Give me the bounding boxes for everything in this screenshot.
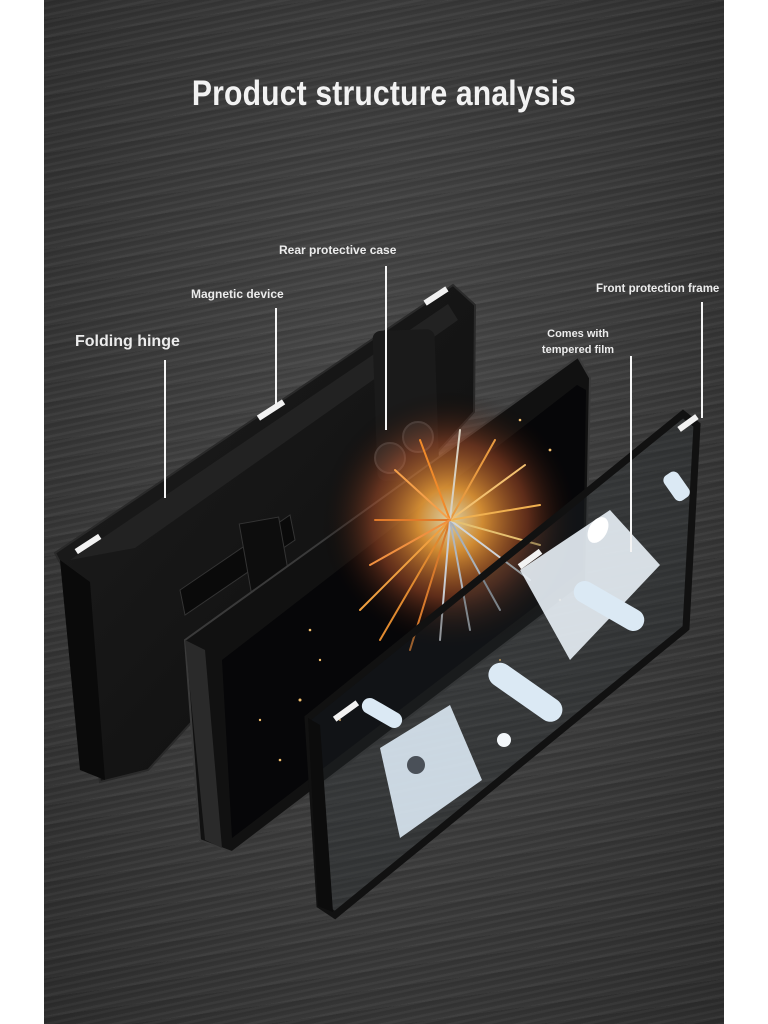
folding-hinge-label: Folding hinge: [75, 333, 180, 350]
magnet-leader-line: [275, 308, 277, 406]
magnetic-device-label: Magnetic device: [191, 287, 284, 301]
hinge-leader-line: [164, 360, 166, 498]
firework: [359, 429, 541, 651]
film-leader-line: [630, 356, 632, 552]
page-title: Product structure analysis: [191, 74, 577, 113]
front-frame-label: Front protection frame: [596, 283, 720, 295]
front-frame-leader-line: [701, 302, 703, 418]
tempered-film-label: Comes with tempered film: [541, 328, 615, 356]
front-frame: [304, 409, 701, 920]
rear-case-leader-line: [385, 266, 387, 430]
rear-case-label: Rear protective case: [279, 243, 397, 257]
sparkles: [258, 418, 562, 762]
